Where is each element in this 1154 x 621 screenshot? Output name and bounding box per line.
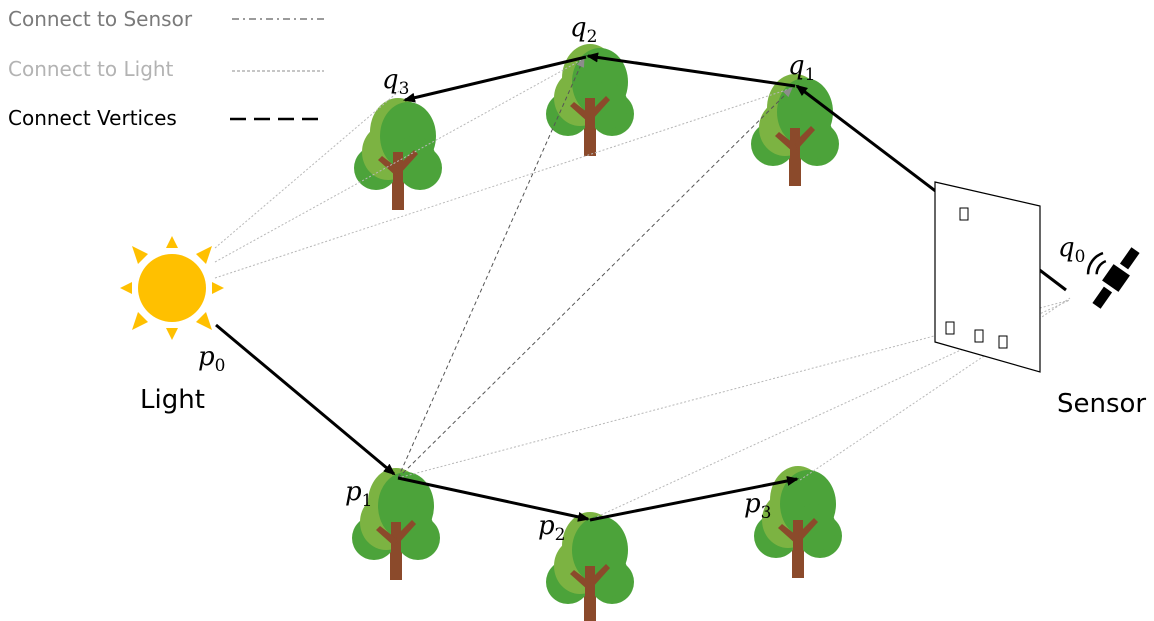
- vertex-paths: [215, 52, 1067, 522]
- vertex-labels: p0 p1 p2 p3 q0 q1 q2 q3: [198, 13, 1085, 545]
- sensor-screen: [934, 181, 1041, 373]
- tree-q1: [751, 74, 839, 186]
- label-q3: q3: [382, 65, 409, 99]
- light-label: Light: [140, 385, 205, 415]
- satellite-icon: [1086, 247, 1140, 309]
- label-q2: q2: [570, 13, 597, 47]
- sensor-label: Sensor: [1057, 389, 1146, 419]
- legend-light-label: Connect to Light: [8, 57, 174, 81]
- label-p3: p3: [744, 489, 771, 523]
- sensor-connections: [397, 57, 793, 479]
- label-p1: p1: [345, 477, 372, 511]
- label-p2: p2: [538, 511, 565, 545]
- legend-vertices-label: Connect Vertices: [8, 106, 177, 130]
- label-q0: q0: [1058, 233, 1085, 267]
- sun-icon: [120, 236, 224, 340]
- legend-sensor-label: Connect to Sensor: [8, 7, 193, 31]
- legend: Connect to Sensor Connect to Light Conne…: [8, 7, 324, 130]
- tree-q3: [354, 98, 442, 210]
- label-q1: q1: [788, 51, 815, 85]
- label-p0: p0: [198, 342, 225, 376]
